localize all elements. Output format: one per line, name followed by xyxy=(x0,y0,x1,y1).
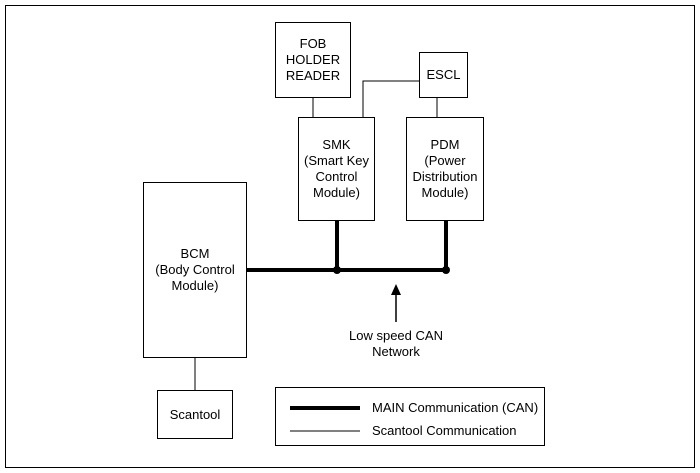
smk-box: SMK (Smart Key Control Module) xyxy=(298,117,375,221)
pdm-label-line-3: Distribution xyxy=(412,169,478,184)
pdm-label-line-2: (Power xyxy=(424,153,466,168)
bcm-box: BCM (Body Control Module) xyxy=(143,182,247,358)
pdm-box: PDM (Power Distribution Module) xyxy=(406,117,484,221)
fob-holder-reader-box: FOB HOLDER READER xyxy=(275,22,351,98)
fob-label-line-3: READER xyxy=(285,68,341,83)
legend-main-label: MAIN Communication (CAN) xyxy=(372,400,539,415)
smk-label-line-4: Module) xyxy=(313,185,360,200)
smk-escl-wire xyxy=(362,80,419,117)
legend-box xyxy=(275,387,545,446)
legend-scantool-label: Scantool Communication xyxy=(372,423,517,438)
network-label-line-2: CAN Network xyxy=(372,328,443,359)
pdm-label-line-4: Module) xyxy=(421,185,469,200)
smk-junction-dot xyxy=(333,266,341,274)
scantool-label: Scantool xyxy=(169,406,221,422)
diagram-frame xyxy=(5,5,695,468)
smk-label-line-3: Control xyxy=(315,169,358,184)
pdm-label-line-1: PDM xyxy=(430,137,460,152)
network-annotation: Low speed CAN Network xyxy=(336,328,456,360)
bcm-label-line-2: (Body Control xyxy=(155,262,235,277)
fob-label-line-2: HOLDER xyxy=(285,52,341,67)
smk-label-line-1: SMK xyxy=(322,137,351,152)
pdm-junction-dot xyxy=(442,266,450,274)
bcm-label-line-3: Module) xyxy=(171,278,219,293)
smk-label-line-2: (Smart Key xyxy=(303,153,369,168)
scantool-box: Scantool xyxy=(157,390,233,439)
network-arrow-head xyxy=(391,284,401,295)
escl-label: ESCL xyxy=(426,67,461,82)
fob-label-line-1: FOB xyxy=(299,36,327,51)
bcm-label-line-1: BCM xyxy=(180,246,210,261)
escl-box: ESCL xyxy=(419,52,468,98)
network-label-line-1: Low speed xyxy=(349,328,412,343)
